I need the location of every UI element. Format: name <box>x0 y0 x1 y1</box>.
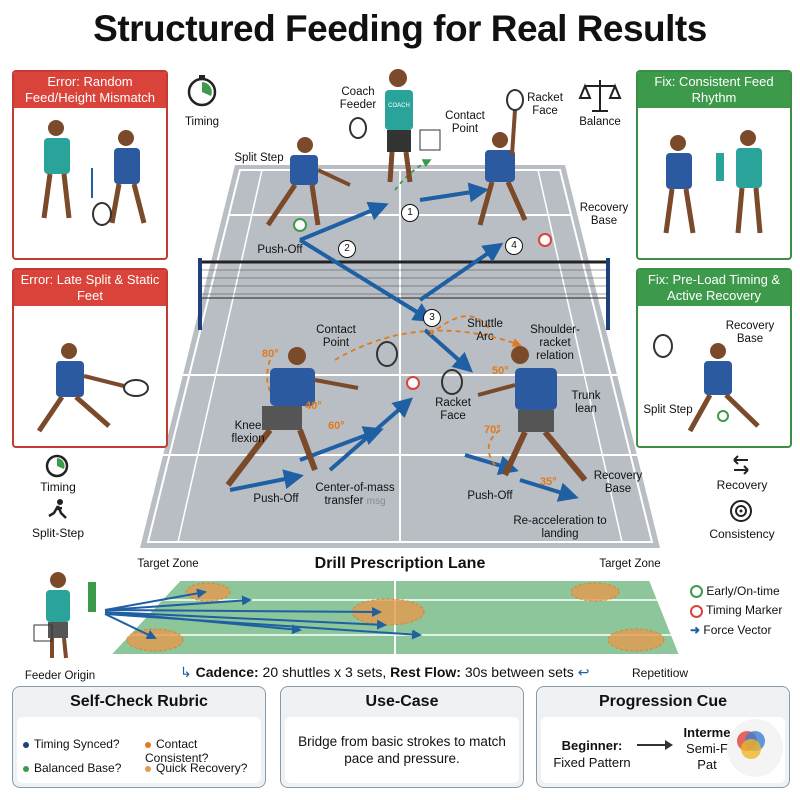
timing-label: Timing <box>184 116 220 128</box>
shuttle-arc-label: Shuttle Arc <box>467 318 503 343</box>
error-card-late: Error: Late Split & Static Feet <box>12 268 168 448</box>
drill-lane-title: Drill Prescription Lane <box>314 555 486 572</box>
knee-flexion-label: Knee flexion <box>231 420 265 445</box>
fix-preload-illustration <box>653 334 760 433</box>
legend-early: Early/On-time <box>706 584 780 598</box>
timing-side-label: Timing <box>40 480 76 494</box>
split-step-label: Split Step <box>234 152 284 164</box>
coach-shirt-text: COACH <box>388 103 410 109</box>
force-vector-icon: ➜ <box>690 622 701 637</box>
legend-force: Force Vector <box>703 622 772 637</box>
player-split-step <box>265 117 367 227</box>
fix-card-preload: Fix: Pre-Load Timing & Active Recovery R… <box>636 268 792 448</box>
stopwatch-icon <box>45 454 69 478</box>
sequence-number: 2 <box>338 240 356 258</box>
cycle-arrow-icon: ↩ <box>577 664 590 680</box>
stopwatch-icon <box>187 75 217 107</box>
angle-label: 40° <box>305 400 322 412</box>
use-case-text: Bridge from basic strokes to match pace … <box>298 734 506 766</box>
cadence-value: 20 shuttles x 3 sets, <box>262 664 387 680</box>
cadence-label: Cadence: <box>195 664 259 680</box>
coach-figure <box>385 69 441 183</box>
self-check-rubric: Self-Check Rubric Timing Synced? Contact… <box>12 686 266 788</box>
feeder-origin-label: Feeder Origin <box>24 670 96 682</box>
player-contact-top <box>477 89 528 226</box>
recovery-base-label: Recovery Base <box>593 470 643 495</box>
player-lunge-right <box>441 346 588 482</box>
push-off-label: Push-Off <box>467 490 513 502</box>
use-case-title: Use-Case <box>365 693 439 710</box>
cadence-line: ↳ Cadence: 20 shuttles x 3 sets, Rest Fl… <box>180 664 589 681</box>
timing-marker-icon <box>293 218 307 232</box>
target-icon <box>730 500 752 522</box>
recovery-arrows-icon <box>733 455 749 475</box>
rubric-item: Contact Consistent? <box>145 737 209 765</box>
trunk-lean-label: Trunk lean <box>571 390 601 415</box>
progression-cue: Progression Cue Beginner:Fixed Pattern I… <box>536 686 790 788</box>
rubric-title: Self-Check Rubric <box>70 693 208 710</box>
timing-marker-icon <box>538 233 552 247</box>
rubric-item: Balanced Base? <box>23 761 121 775</box>
balance-label: Balance <box>579 116 621 128</box>
rubric-item: Quick Recovery? <box>145 761 247 775</box>
contact-point-label: Contact Point <box>445 110 485 135</box>
academy-logo <box>727 719 783 777</box>
angle-label: 35° <box>540 476 557 488</box>
angle-label: 50° <box>492 365 509 377</box>
error-random-illustration <box>41 120 147 226</box>
error-card-random: Error: Random Feed/Height Mismatch <box>12 70 168 260</box>
target-zone-label: Target Zone <box>599 558 661 570</box>
push-off-label: Push-Off <box>253 493 299 505</box>
sequence-number: 1 <box>401 204 419 222</box>
racket-face-label: Racket Face <box>435 397 471 422</box>
progression-title: Progression Cue <box>598 693 728 710</box>
net <box>198 258 610 330</box>
drill-lane-court <box>33 572 682 659</box>
repetition-label: Repetitiow <box>632 666 689 680</box>
cycle-arrow-icon: ↳ <box>180 664 192 680</box>
card-recovery-base-label: Recovery Base <box>725 320 775 345</box>
timing-marker-icon <box>406 376 420 390</box>
split-step-side-label: Split-Step <box>31 526 85 540</box>
consistency-side-label: Consistency <box>709 527 775 541</box>
angle-label: 70° <box>484 424 501 436</box>
racket-face-label: Racket Face <box>527 92 563 117</box>
card-split-step-label: Split Step <box>643 404 693 416</box>
sequence-number: 3 <box>423 309 441 327</box>
progression-arrow-icon <box>637 740 673 750</box>
recovery-side-label: Recovery <box>716 478 768 492</box>
page-title: Structured Feeding for Real Results <box>93 8 707 49</box>
contact-point-label: Contact Point <box>316 324 356 349</box>
legend: Early/On-time Timing Marker ➜ Force Vect… <box>690 584 782 637</box>
angle-label: 80° <box>262 348 279 360</box>
rubric-item: Timing Synced? <box>23 737 120 751</box>
sequence-number: 4 <box>505 237 523 255</box>
coach-feeder-label: Coach Feeder <box>339 86 377 111</box>
fix-card-rhythm: Fix: Consistent Feed Rhythm <box>636 70 792 260</box>
legend-marker: Timing Marker <box>706 603 783 618</box>
com-transfer-label: Center-of-mass transfer msg <box>315 482 395 507</box>
rest-value: 30s between sets <box>464 664 574 680</box>
reacceleration-label: Re-acceleration to landing <box>513 515 607 540</box>
balance-scale-icon <box>578 80 622 112</box>
recovery-base-label: Recovery Base <box>579 202 629 227</box>
fix-rhythm-illustration <box>663 130 763 234</box>
player-lunge-left <box>225 341 398 487</box>
rest-label: Rest Flow: <box>390 664 461 680</box>
error-late-illustration <box>36 343 149 433</box>
early-marker-icon <box>690 585 703 599</box>
target-zone-label: Target Zone <box>137 558 199 570</box>
timing-marker-icon <box>690 604 703 618</box>
running-person-icon <box>48 499 67 519</box>
progression-beginner: Beginner:Fixed Pattern <box>553 738 631 770</box>
push-off-label: Push-Off <box>257 244 303 256</box>
shoulder-racket-label: Shoulder-racket relation <box>530 324 580 362</box>
angle-label: 60° <box>328 420 345 432</box>
use-case: Use-Case Bridge from basic strokes to ma… <box>280 686 524 788</box>
